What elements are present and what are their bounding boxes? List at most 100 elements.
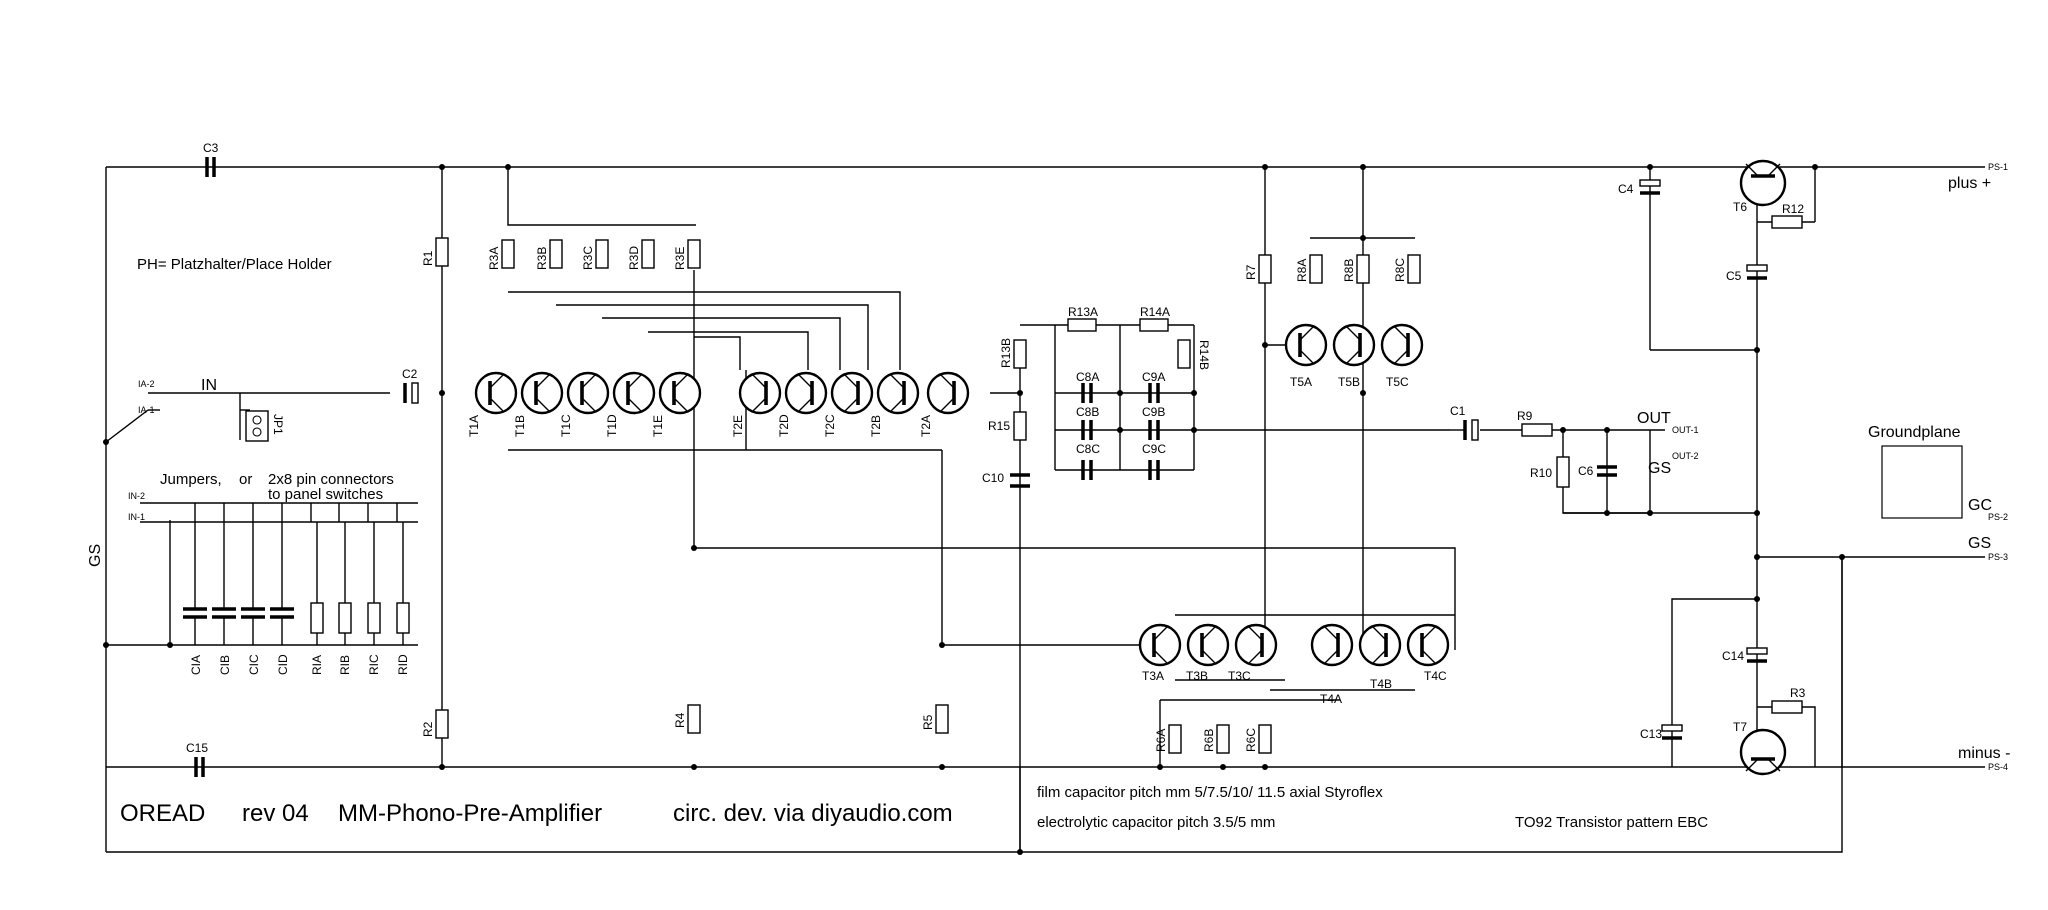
net-in: IN — [201, 377, 217, 394]
elco-note: electrolytic capacitor pitch 3.5/5 mm — [1037, 814, 1275, 831]
transistor-t2a — [926, 371, 970, 415]
transistor-t1a — [474, 371, 518, 415]
pin-in1: IN-1 — [128, 512, 145, 522]
junction-dot — [1262, 342, 1268, 348]
junction-dot — [1157, 764, 1163, 770]
junction-dot — [1754, 596, 1760, 602]
label-r13b: R13B — [999, 338, 1013, 368]
capacitor-c8a — [1081, 383, 1093, 403]
transistor-t1b — [520, 371, 564, 415]
resistors — [310, 215, 1803, 754]
resistor-r6b — [1216, 724, 1230, 754]
junction-dot — [505, 164, 511, 170]
label-r3d: R3D — [627, 246, 641, 270]
resistor-r9 — [1521, 423, 1553, 437]
pin-ia2: IA-2 — [138, 379, 155, 389]
label-c4: C4 — [1618, 182, 1634, 196]
resistor-r8c — [1407, 254, 1421, 284]
transistor-t3b — [1186, 623, 1230, 667]
label-r8b: R8B — [1342, 259, 1356, 282]
label-c10: C10 — [982, 471, 1004, 485]
label-t4c: T4C — [1424, 669, 1447, 683]
transistor-t6 — [1739, 159, 1787, 207]
junction-dot — [1754, 554, 1760, 560]
transistor-t1c — [566, 371, 610, 415]
label-c9b: C9B — [1142, 405, 1165, 419]
label-c9a: C9A — [1142, 370, 1165, 384]
label-r10: R10 — [1530, 466, 1552, 480]
title-product: MM-Phono-Pre-Amplifier — [338, 800, 602, 827]
label-r12: R12 — [1782, 202, 1804, 216]
capacitor-cib — [212, 607, 236, 619]
transistor-t2b — [876, 371, 920, 415]
label-t4b: T4B — [1370, 677, 1392, 691]
capacitor-c10 — [1010, 473, 1030, 488]
resistor-r4 — [687, 704, 701, 734]
transistor-t4c — [1406, 623, 1450, 667]
resistor-r3 — [1771, 700, 1803, 714]
capacitor-cia — [183, 607, 207, 619]
label-t2b: T2B — [869, 415, 883, 437]
junction-dot — [1117, 427, 1123, 433]
label-r15: R15 — [988, 419, 1010, 433]
junction-dot — [939, 764, 945, 770]
label-t1c: T1C — [559, 414, 573, 437]
groundplane-box — [1881, 445, 1963, 519]
junction-dot — [1754, 347, 1760, 353]
resistor-r3d — [641, 239, 655, 269]
junction-dot — [1360, 164, 1366, 170]
capacitors — [183, 157, 1768, 777]
label-r9: R9 — [1517, 409, 1533, 423]
label-r4: R4 — [673, 712, 687, 728]
wires — [105, 166, 1985, 853]
label-r3a: R3A — [487, 247, 501, 270]
label-cia: CIA — [189, 655, 203, 675]
label-t1e: T1E — [651, 415, 665, 437]
junction-dot — [939, 642, 945, 648]
capacitor-c9c — [1148, 460, 1160, 480]
capacitor-c9a — [1148, 383, 1160, 403]
capacitor-cid — [270, 607, 294, 619]
label-c1: C1 — [1450, 404, 1466, 418]
junction-dot — [1360, 235, 1366, 241]
junction-dot — [691, 545, 697, 551]
capacitor-c15 — [194, 757, 205, 777]
jumpers-note-a: Jumpers, — [160, 471, 222, 488]
net-minus: minus - — [1958, 745, 2010, 762]
junctions — [103, 164, 1845, 855]
resistor-r8a — [1309, 254, 1323, 284]
jumpers-note-b: 2x8 pin connectors — [268, 471, 394, 488]
label-r3b: R3B — [535, 247, 549, 270]
net-gs-out: GS — [1648, 460, 1671, 477]
label-c5: C5 — [1726, 269, 1742, 283]
resistor-r14b — [1177, 339, 1191, 369]
label-c13: C13 — [1640, 727, 1662, 741]
junction-dot — [1220, 764, 1226, 770]
resistor-r3a — [501, 239, 515, 269]
jumper-pin — [252, 427, 262, 437]
placeholder-note: PH= Platzhalter/Place Holder — [137, 256, 332, 273]
junction-dot — [439, 764, 445, 770]
groundplane-label: Groundplane — [1868, 424, 1961, 441]
resistor-ria — [310, 602, 324, 634]
label-r6a: R6A — [1154, 729, 1168, 752]
label-c15: C15 — [186, 741, 208, 755]
label-jp1: JP1 — [271, 414, 285, 435]
pin-ps2: PS-2 — [1988, 512, 2008, 522]
capacitor-c5 — [1746, 264, 1768, 272]
capacitor-c1-body — [1471, 419, 1479, 441]
label-rid: RID — [396, 654, 410, 675]
net-gs-left: GS — [87, 544, 104, 567]
title-rev: rev 04 — [242, 800, 309, 827]
junction-dot — [1647, 164, 1653, 170]
label-t5b: T5B — [1338, 375, 1360, 389]
jumper-jp1 — [245, 410, 269, 442]
transistor-t2c — [830, 371, 874, 415]
pin-ps3: PS-3 — [1988, 552, 2008, 562]
resistor-ric — [367, 602, 381, 634]
label-t6: T6 — [1733, 200, 1747, 214]
title-credit: circ. dev. via diyaudio.com — [673, 800, 953, 827]
resistor-r3e — [687, 239, 701, 269]
label-r2: R2 — [421, 721, 435, 737]
label-r8a: R8A — [1295, 259, 1309, 282]
